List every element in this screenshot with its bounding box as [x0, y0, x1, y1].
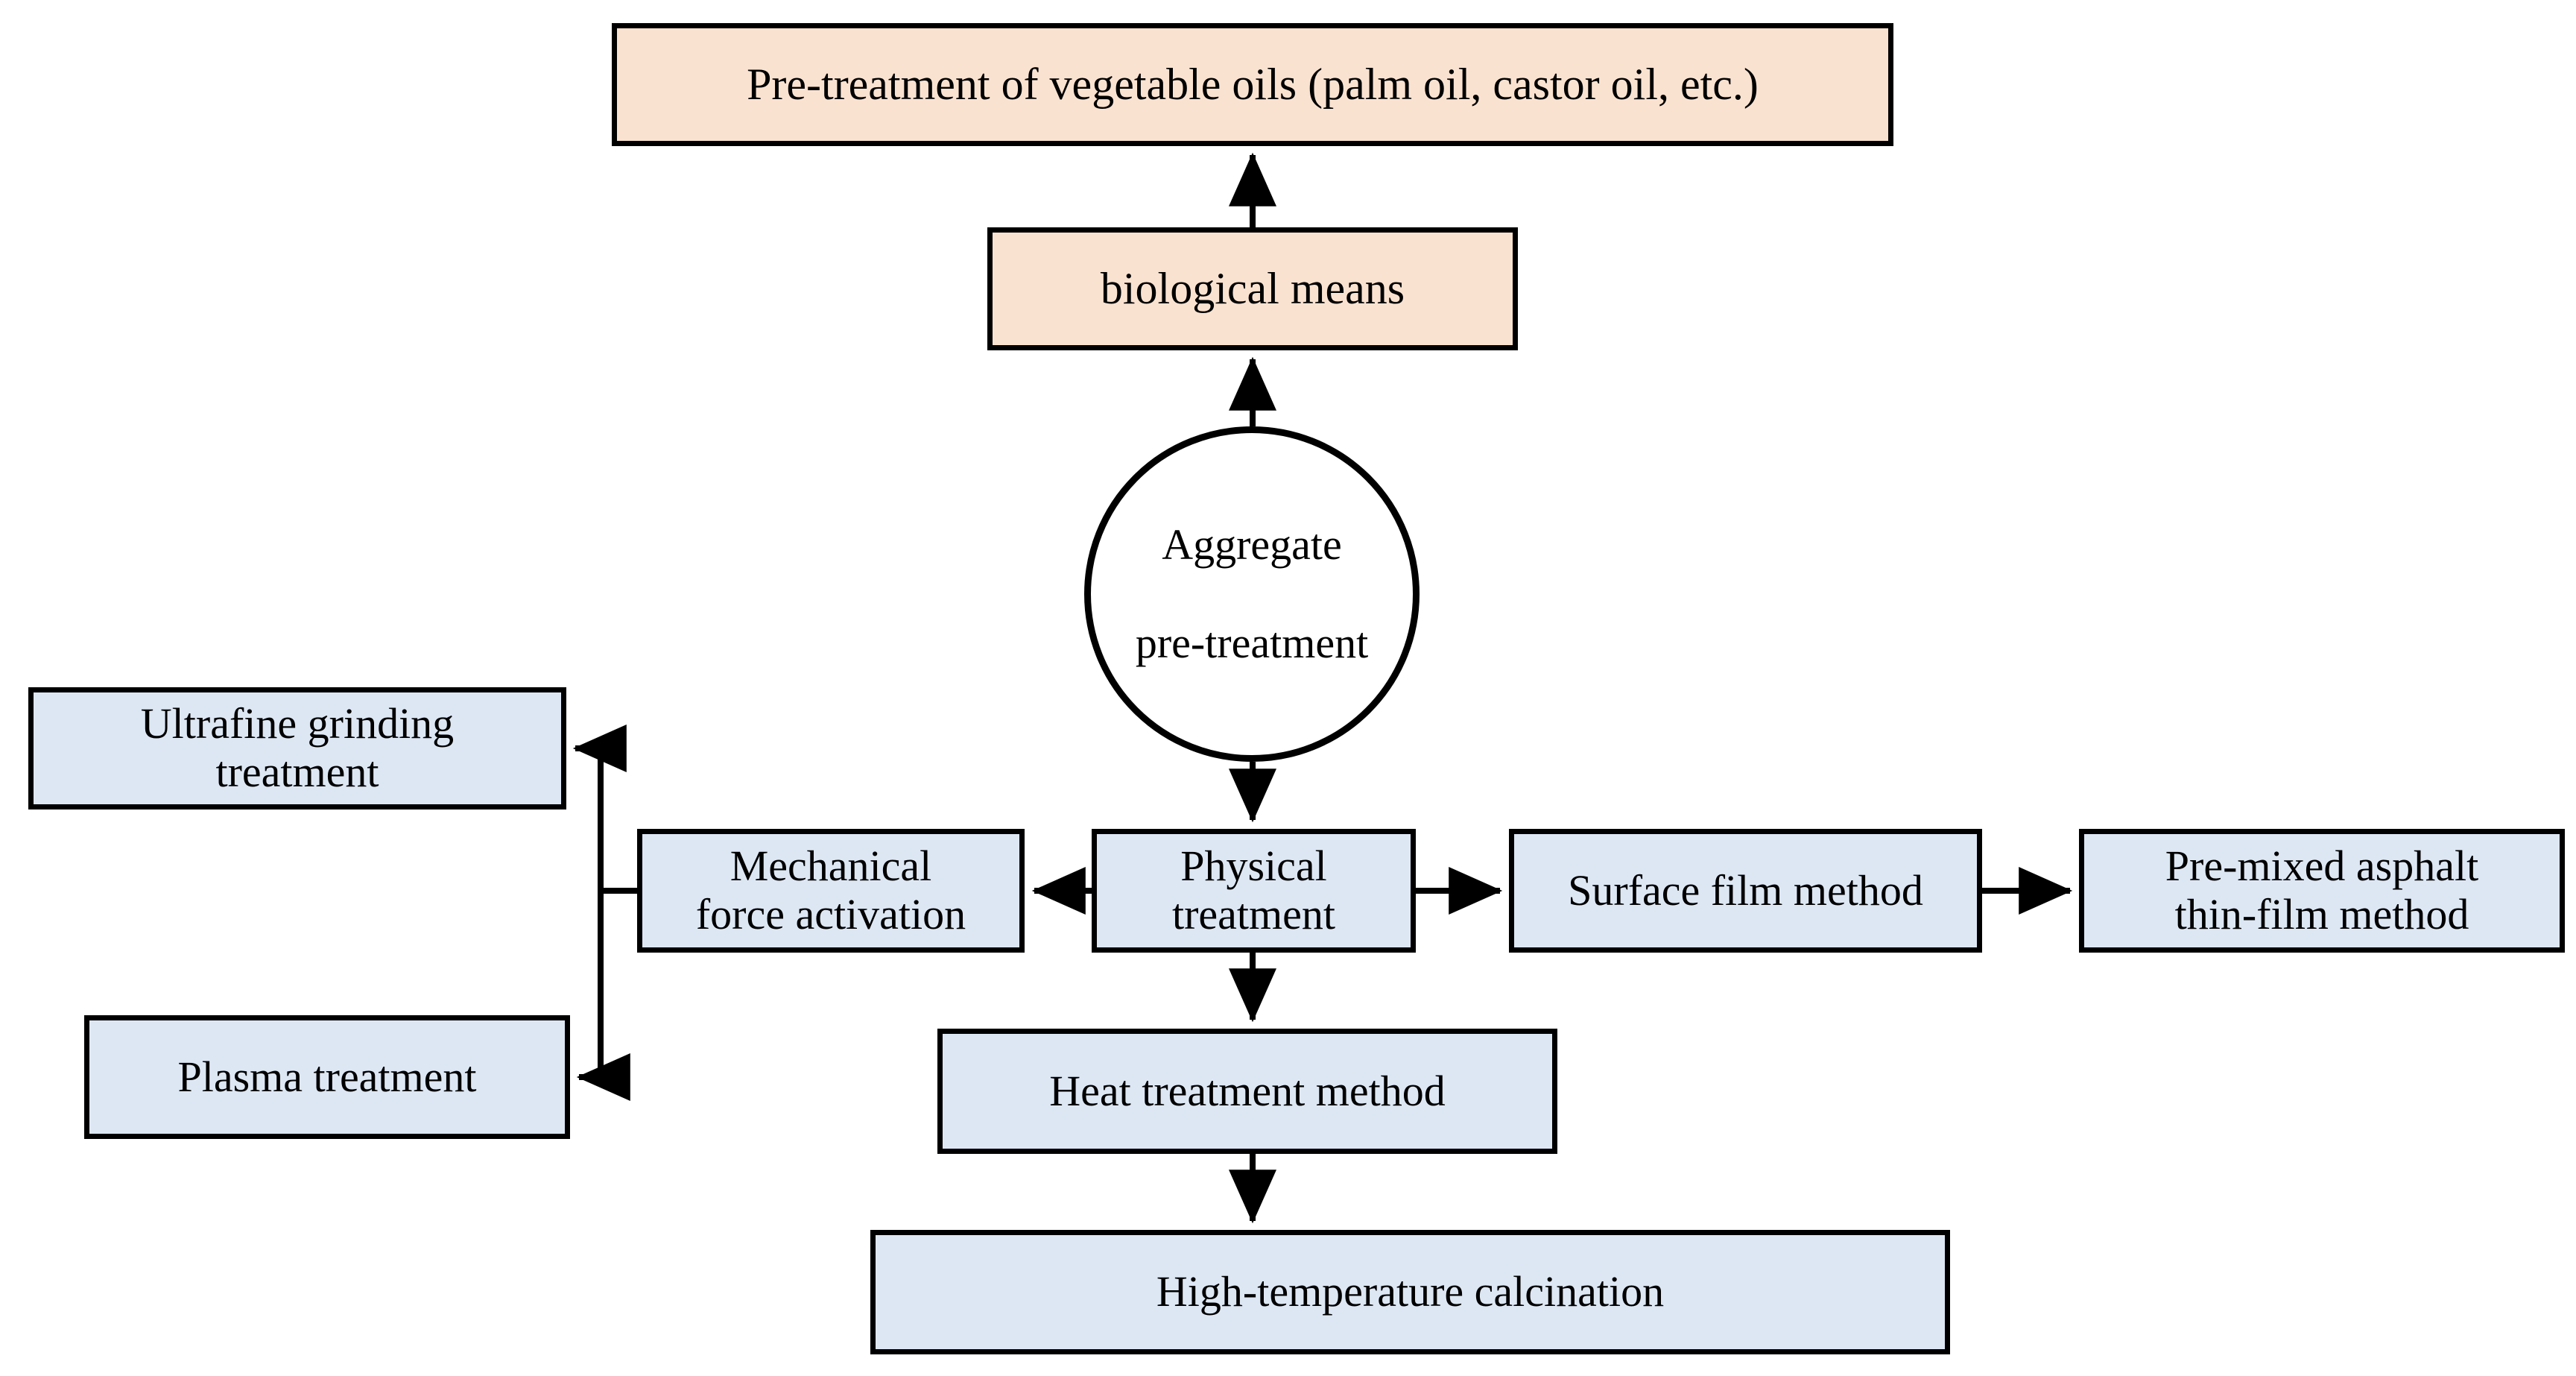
- node-ultrafine-grinding-label: Ultrafine grinding treatment: [140, 699, 455, 797]
- node-aggregate-pretreatment-label: Aggregate pre-treatment: [1077, 520, 1427, 668]
- node-surface-film-method[interactable]: Surface film method: [1509, 829, 1982, 953]
- node-premixed-asphalt-thin-film-method[interactable]: Pre-mixed asphalt thin-film method: [2079, 829, 2565, 953]
- node-premixed-asphalt-line1: Pre-mixed asphalt: [2165, 842, 2479, 891]
- node-high-temperature-calcination[interactable]: High-temperature calcination: [870, 1230, 1950, 1354]
- node-mechanical-force-activation[interactable]: Mechanical force activation: [637, 829, 1025, 953]
- node-vegetable-oils-pretreatment[interactable]: Pre-treatment of vegetable oils (palm oi…: [612, 23, 1893, 146]
- node-physical-treatment-line2: treatment: [1171, 890, 1335, 938]
- node-mechanical-force-label: Mechanical force activation: [696, 842, 966, 939]
- node-plasma-treatment-label: Plasma treatment: [177, 1052, 477, 1101]
- node-heat-treatment-label: Heat treatment method: [1049, 1066, 1446, 1115]
- node-physical-treatment-line1: Physical: [1180, 842, 1327, 891]
- node-surface-film-label: Surface film method: [1568, 865, 1923, 915]
- node-ultrafine-grinding-treatment[interactable]: Ultrafine grinding treatment: [28, 687, 566, 809]
- node-vegetable-oils-label: Pre-treatment of vegetable oils (palm oi…: [747, 59, 1759, 109]
- node-aggregate-pretreatment[interactable]: Aggregate pre-treatment: [1084, 426, 1420, 762]
- node-premixed-asphalt-line2: thin-film method: [2174, 890, 2469, 938]
- node-physical-treatment[interactable]: Physical treatment: [1092, 829, 1416, 953]
- node-biological-means[interactable]: biological means: [987, 227, 1518, 350]
- node-high-temperature-calcination-label: High-temperature calcination: [1156, 1267, 1665, 1316]
- node-physical-treatment-label: Physical treatment: [1172, 842, 1335, 939]
- node-aggregate-pretreatment-line2: pre-treatment: [1135, 619, 1369, 668]
- node-mechanical-force-line2: force activation: [695, 890, 966, 938]
- node-aggregate-pretreatment-line1: Aggregate: [1162, 520, 1342, 569]
- node-ultrafine-grinding-line2: treatment: [215, 748, 379, 796]
- node-premixed-asphalt-label: Pre-mixed asphalt thin-film method: [2165, 842, 2478, 939]
- node-plasma-treatment[interactable]: Plasma treatment: [84, 1015, 570, 1139]
- node-ultrafine-grinding-line1: Ultrafine grinding: [140, 699, 455, 748]
- node-heat-treatment-method[interactable]: Heat treatment method: [937, 1029, 1557, 1154]
- node-biological-means-label: biological means: [1100, 263, 1405, 313]
- node-mechanical-force-line1: Mechanical: [730, 842, 932, 891]
